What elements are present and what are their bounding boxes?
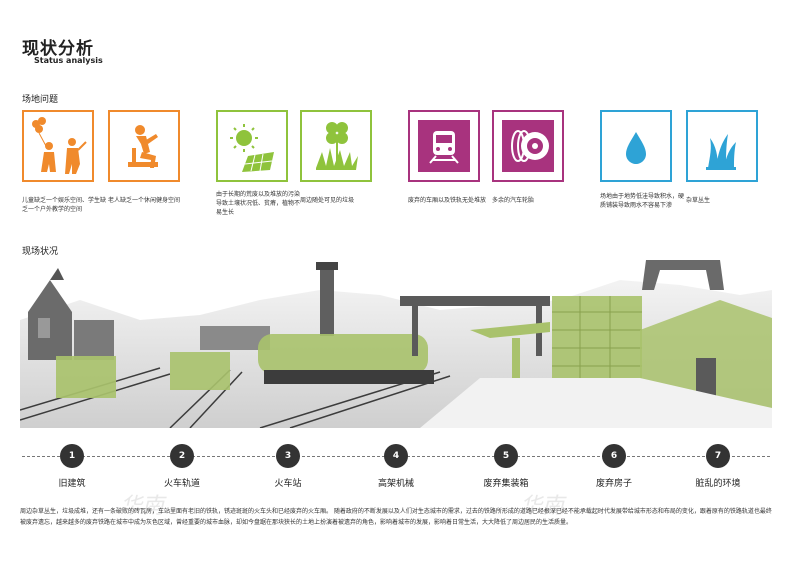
clover-plant-icon: [316, 122, 358, 170]
issue-card: [492, 110, 564, 182]
timeline-node-4: 4: [384, 444, 408, 468]
page-subtitle: Status analysis: [34, 56, 103, 65]
site-photo-collage: [20, 260, 772, 428]
issue-caption: 老人缺乏一个休闲健身空间: [108, 197, 181, 204]
issue-caption: 儿童缺乏一个娱乐空间、学生缺乏一个户外教学的空间: [22, 197, 107, 213]
issue-card: [22, 110, 94, 182]
issue-caption: 多余的汽车轮胎: [492, 197, 535, 204]
issue-card: [408, 110, 480, 182]
timeline-label-2: 火车轨道: [163, 479, 200, 489]
timeline-node-7: 7: [706, 444, 730, 468]
timeline-label-5: 废弃集装箱: [483, 479, 529, 489]
timeline-node-3: 3: [276, 444, 300, 468]
issue-caption: 废弃的车厢以及铁轨无处堆放: [408, 197, 487, 204]
timeline-label-6: 废弃房子: [595, 479, 632, 489]
issue-card: [600, 110, 672, 182]
people-playing-icon: [32, 117, 87, 174]
section-site-issues: 场地问题: [22, 95, 59, 105]
issue-caption: 周边随处可见的垃圾: [300, 197, 355, 204]
timeline-label-7: 脏乱的环境: [695, 479, 741, 489]
timeline-node-5: 5: [494, 444, 518, 468]
solar-panel-icon: [230, 124, 274, 172]
timeline-label-3: 火车站: [274, 479, 302, 489]
elder-exercise-icon: [128, 125, 158, 168]
train-icon: [429, 131, 459, 164]
timeline-node-1: 1: [60, 444, 84, 468]
issue-card: [300, 110, 372, 182]
watermark: 华南: [120, 494, 165, 519]
page-title: 现状分析: [22, 39, 94, 59]
issue-caption: 场地由于地势低洼导致积水，硬质铺装导致雨水不容易下渗: [600, 193, 685, 209]
issue-card: [686, 110, 758, 182]
site-photo-illustration: [20, 260, 772, 428]
grass-icon: [706, 134, 736, 170]
timeline-label-4: 高架机械: [377, 479, 414, 489]
tires-icon: [511, 130, 549, 162]
timeline-node-6: 6: [602, 444, 626, 468]
issue-card: [108, 110, 180, 182]
timeline-node-2: 2: [170, 444, 194, 468]
watermark: 华南: [520, 494, 565, 519]
issue-caption: 由于长期的荒废以及堆放的污染导致土壤状况低、贫瘠，植物不易生长: [216, 191, 301, 216]
issue-caption: 杂草丛生: [686, 197, 711, 204]
description-text: 周边杂草丛生，垃圾成堆，还有一条破败的砖瓦房，车站里面有老旧的铁轨，锈迹斑斑的火…: [20, 508, 772, 526]
issue-card: [216, 110, 288, 182]
section-site-status: 现场状况: [22, 247, 59, 257]
water-drop-icon: [626, 132, 646, 164]
timeline-label-1: 旧建筑: [58, 479, 86, 489]
